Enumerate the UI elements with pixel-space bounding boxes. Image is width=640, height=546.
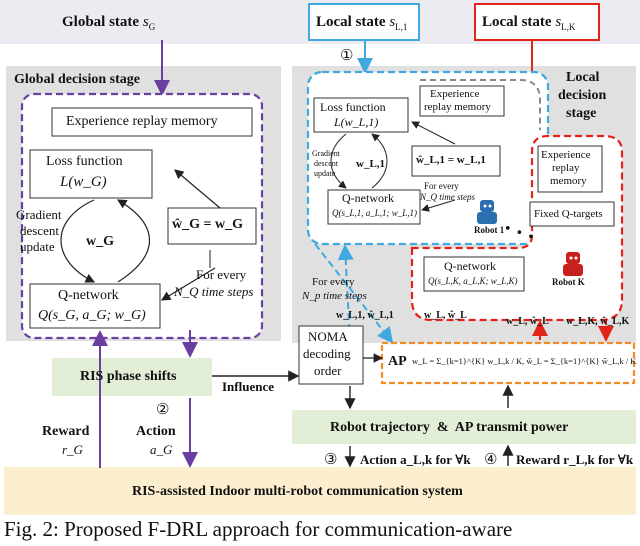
global-replay-box <box>51 107 253 137</box>
action-g-num: ② <box>156 402 170 418</box>
global-qnet-box <box>29 283 161 329</box>
rk-fixed-box <box>529 201 615 227</box>
rk-fixed-targets: Fixed Q-targets <box>534 208 603 220</box>
local-state-1-label: Local state sL,1 <box>316 14 408 32</box>
rk-replay-3: memory <box>550 175 587 187</box>
action-g-label: Action <box>136 424 176 439</box>
global-state-label: Global state sG <box>62 14 156 32</box>
r1-gradient-2: descent <box>314 159 338 168</box>
global-target-formula: ŵ_G = w_G <box>172 217 243 232</box>
r1-qnet-formula: Q(s_L,1, a_L,1; w_L,1) <box>332 208 418 218</box>
rk-replay-2: replay <box>552 162 580 174</box>
r1-replay-2: replay memory <box>424 101 491 113</box>
r1-w-label: w_L,1 <box>356 158 386 170</box>
flow-wk-right: w_L,K, ŵ_L,K <box>566 316 630 327</box>
global-gradient-2: descent <box>20 223 59 238</box>
noma-box <box>298 325 364 385</box>
system-band <box>4 467 636 515</box>
flow-for-every-1: For every <box>312 276 355 288</box>
r1-replay-box <box>419 85 505 117</box>
r1-qnet-box <box>327 189 421 225</box>
ap-formula: w_L = Σ_{k=1}^{K} w_L,k / K, ŵ_L = Σ_{k=… <box>412 356 637 366</box>
r1-for-every-2: N_Q time steps <box>420 192 475 202</box>
local-state-k-label: Local state sL,K <box>482 14 576 32</box>
global-w-label: w_G <box>86 234 114 249</box>
local-state-k-box <box>474 3 600 41</box>
global-loss-formula: L(w_G) <box>60 174 107 190</box>
r1-qnet-title: Q-network <box>342 191 394 205</box>
action-g-sym: a_G <box>150 442 173 457</box>
rk-robot-label: Robot K <box>552 277 585 287</box>
figure-caption: Fig. 2: Proposed F-DRL approach for comm… <box>4 517 513 541</box>
robot-traj-label: Robot trajectory & AP transmit power <box>330 420 569 435</box>
local-stage-title-1: Local <box>566 70 600 85</box>
flow-w-center: w_L, ŵ_L <box>424 310 467 321</box>
global-qnet-title: Q-network <box>58 288 119 303</box>
r1-loss-box <box>313 97 409 133</box>
noma-1: NOMA <box>308 329 348 344</box>
ap-label: AP <box>388 354 407 369</box>
rk-replay-box <box>537 145 603 193</box>
flow-for-every-2: N_p time steps <box>302 290 367 302</box>
ris-phase-box <box>52 358 212 396</box>
flow-w1-left: w_L,1, ŵ_L,1 <box>336 310 394 321</box>
r1-loss-title: Loss function <box>320 100 386 114</box>
flow-w-mid: w_L, ŵ_L <box>506 316 549 327</box>
system-label: RIS-assisted Indoor multi-robot communic… <box>132 484 463 499</box>
r1-gradient-1: Gradient <box>312 149 340 158</box>
noma-3: order <box>314 363 342 378</box>
action-l-text: Action a_L,k for ∀k <box>360 452 471 467</box>
global-loss-title: Loss function <box>46 154 123 169</box>
global-stage-title: Global decision stage <box>14 72 141 87</box>
robot-1-icon <box>477 200 497 224</box>
r1-for-every-1: For every <box>424 181 459 191</box>
robot-traj-band <box>292 410 636 444</box>
ris-phase-label: RIS phase shifts <box>80 369 177 384</box>
influence-label: Influence <box>222 379 274 394</box>
r1-robot-label: Robot 1 <box>474 225 505 235</box>
r1-target-formula: ŵ_L,1 = w_L,1 <box>416 154 486 166</box>
r1-target-box <box>411 145 501 177</box>
global-target-box <box>167 207 257 245</box>
robot-k-icon <box>563 252 583 276</box>
global-loss-box <box>29 149 153 199</box>
global-gradient-1: Gradient <box>16 207 62 222</box>
rk-qnet-title: Q-network <box>444 259 496 273</box>
rk-qnet-box <box>423 256 525 292</box>
global-for-every-2: N_Q time steps <box>174 284 254 299</box>
local-state-1-box <box>308 3 420 41</box>
reward-l-text: Reward r_L,k for ∀k <box>516 452 634 467</box>
rk-qnet-formula: Q(s_L,K, a_L,K; w_L,K) <box>428 276 518 286</box>
r1-replay-1: Experience <box>430 88 480 100</box>
global-qnet-formula: Q(s_G, a_G; w_G) <box>38 308 146 323</box>
noma-2: decoding <box>303 346 351 361</box>
global-gradient-3: update <box>20 239 55 254</box>
r1-gradient-3: update <box>314 169 336 178</box>
ap-box <box>380 341 636 385</box>
reward-g-label: Reward <box>42 424 90 439</box>
local-stage-title-3: stage <box>566 106 597 121</box>
action-l-num: ③ <box>324 452 338 468</box>
global-for-every-1: For every <box>196 267 247 282</box>
r1-loss-formula: L(w_L,1) <box>334 115 379 129</box>
local-stage-title-2: decision <box>558 88 607 103</box>
r1-circle-num: ① <box>340 48 354 64</box>
global-replay-label: Experience replay memory <box>66 114 218 129</box>
reward-g-sym: r_G <box>62 442 83 457</box>
rk-replay-1: Experience <box>541 149 591 161</box>
reward-l-num: ④ <box>484 452 498 468</box>
